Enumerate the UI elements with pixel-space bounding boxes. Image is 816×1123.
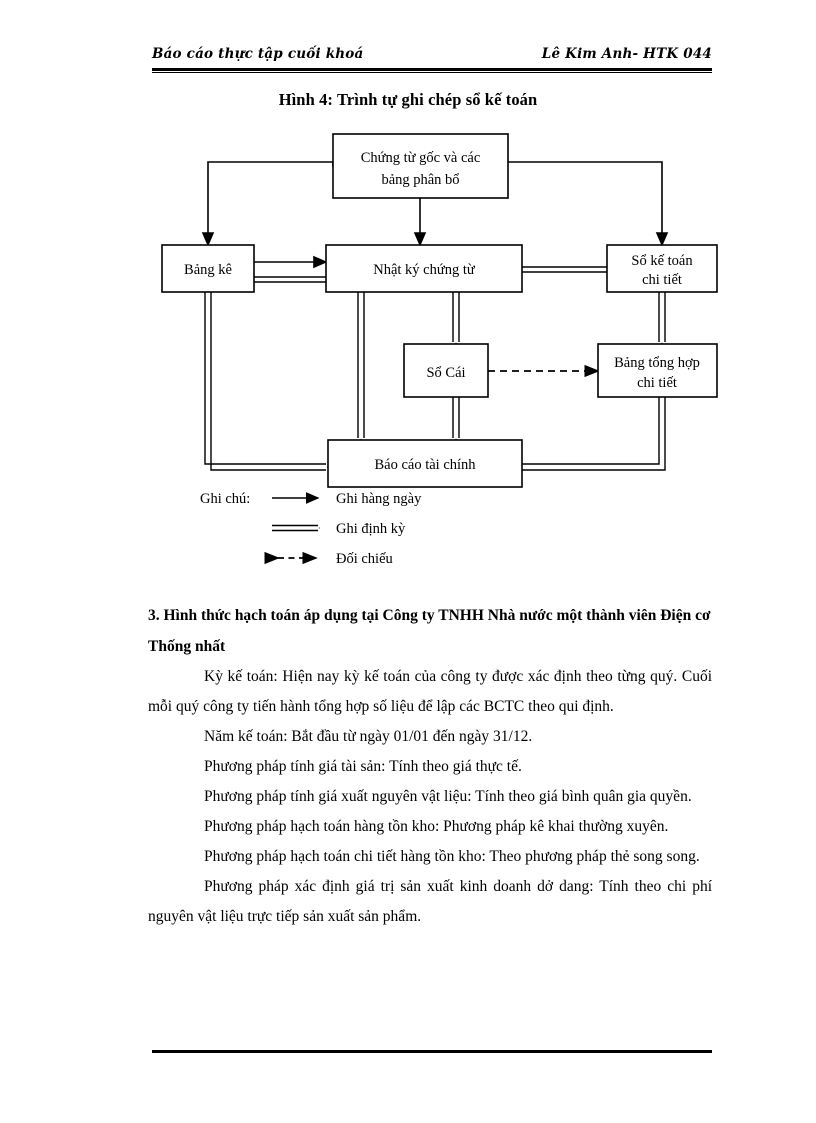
- connector-nhatky-to-socai: [452, 292, 460, 345]
- connector-nhatky-to-baocao: [357, 292, 365, 441]
- flowchart-diagram: Bang tong hop : dashed bidirectional -->: [150, 120, 720, 490]
- node-bang-tong-hop-line1: Bảng tổng hợp: [614, 355, 700, 371]
- section-heading: 3. Hình thức hạch toán áp dụng tại Công …: [148, 607, 711, 655]
- paragraph-tinh-gia-tai-san: Phương pháp tính giá tài sản: Tính theo …: [204, 758, 522, 775]
- connector-bangke-to-baocao: [204, 292, 329, 471]
- node-bao-cao-label: Báo cáo tài chính: [374, 457, 476, 473]
- node-chung-tu-goc-line1: Chứng từ gốc và các: [361, 150, 481, 166]
- paragraph-gia-tri-san-xuat-do-dang: Phương pháp xác định giá trị sản xuất ki…: [148, 878, 712, 925]
- paragraph-nam-ke-toan: Năm kế toán: Bắt đầu từ ngày 01/01 đến n…: [204, 728, 533, 745]
- paragraph-hach-toan-chi-tiet-hang-ton-kho: Phương pháp hạch toán chi tiết hàng tồn …: [204, 848, 700, 865]
- header-left-text: Báo cáo thực tập cuối khoá: [152, 46, 364, 62]
- header-rule-thick: [152, 68, 712, 71]
- node-so-ke-toan-line1: Sổ kế toán: [631, 253, 693, 269]
- connector-socai-to-baocao: [452, 397, 460, 441]
- header-rule-thin: [152, 72, 712, 73]
- paragraph-tinh-gia-xuat-nvl: Phương pháp tính giá xuất nguyên vật liệ…: [204, 788, 692, 805]
- header-right-text: Lê Kim Anh- HTK 044: [541, 46, 712, 62]
- node-bang-ke: Bảng kê: [161, 244, 255, 293]
- node-chung-tu-goc-line2: bảng phân bổ: [381, 172, 459, 188]
- footer-rule: [152, 1050, 712, 1053]
- node-so-cai-label: Sổ Cái: [426, 365, 465, 381]
- node-bang-tong-hop-chi-tiet: Bảng tổng hợp chi tiết: [597, 343, 718, 398]
- legend-item-reconcile: Đối chiếu: [336, 551, 393, 567]
- node-nhat-ky-chung-tu: Nhật ký chứng từ: [325, 244, 523, 293]
- legend-arrow-periodic: [272, 524, 321, 532]
- legend-label: Ghi chú:: [200, 491, 251, 507]
- node-so-cai: Sổ Cái: [403, 343, 489, 398]
- connector-source-to-soketoan: [506, 161, 669, 247]
- paragraph-ky-ke-toan: Kỳ kế toán: Hiện nay kỳ kế toán của công…: [148, 668, 712, 715]
- node-bang-ke-label: Bảng kê: [184, 262, 232, 278]
- connector-soketoan-to-bangtonghop: [658, 292, 666, 345]
- paragraph-hach-toan-hang-ton-kho: Phương pháp hạch toán hàng tồn kho: Phươ…: [204, 818, 669, 835]
- figure-legend: Ghi chú: Ghi hàng ngày Ghi định kỳ Đối c…: [150, 485, 550, 580]
- node-bang-tong-hop-line2: chi tiết: [637, 375, 677, 391]
- node-chung-tu-goc: Chứng từ gốc và các bảng phân bổ: [332, 133, 509, 199]
- legend-item-periodic: Ghi định kỳ: [336, 521, 406, 537]
- page-header: Báo cáo thực tập cuối khoá Lê Kim Anh- H…: [152, 46, 712, 73]
- connector-source-to-bangke: [201, 161, 334, 247]
- connector-bangtonghop-to-baocao: [519, 397, 666, 471]
- legend-item-daily: Ghi hàng ngày: [336, 491, 422, 507]
- node-bao-cao-tai-chinh: Báo cáo tài chính: [327, 439, 523, 488]
- node-nhat-ky-label: Nhật ký chứng từ: [373, 262, 476, 278]
- connector-bangke-to-nhatky-periodic: [254, 276, 329, 283]
- connector-soketoan-to-nhatky: [519, 266, 607, 273]
- body-content: Kỳ kế toán: Hiện nay kỳ kế toán của công…: [148, 662, 712, 932]
- node-so-ke-toan-line2: chi tiết: [642, 272, 682, 288]
- figure-title: Hình 4: Trình tự ghi chép sổ kế toán: [278, 90, 538, 109]
- node-so-ke-toan-chi-tiet: Sổ kế toán chi tiết: [606, 244, 718, 293]
